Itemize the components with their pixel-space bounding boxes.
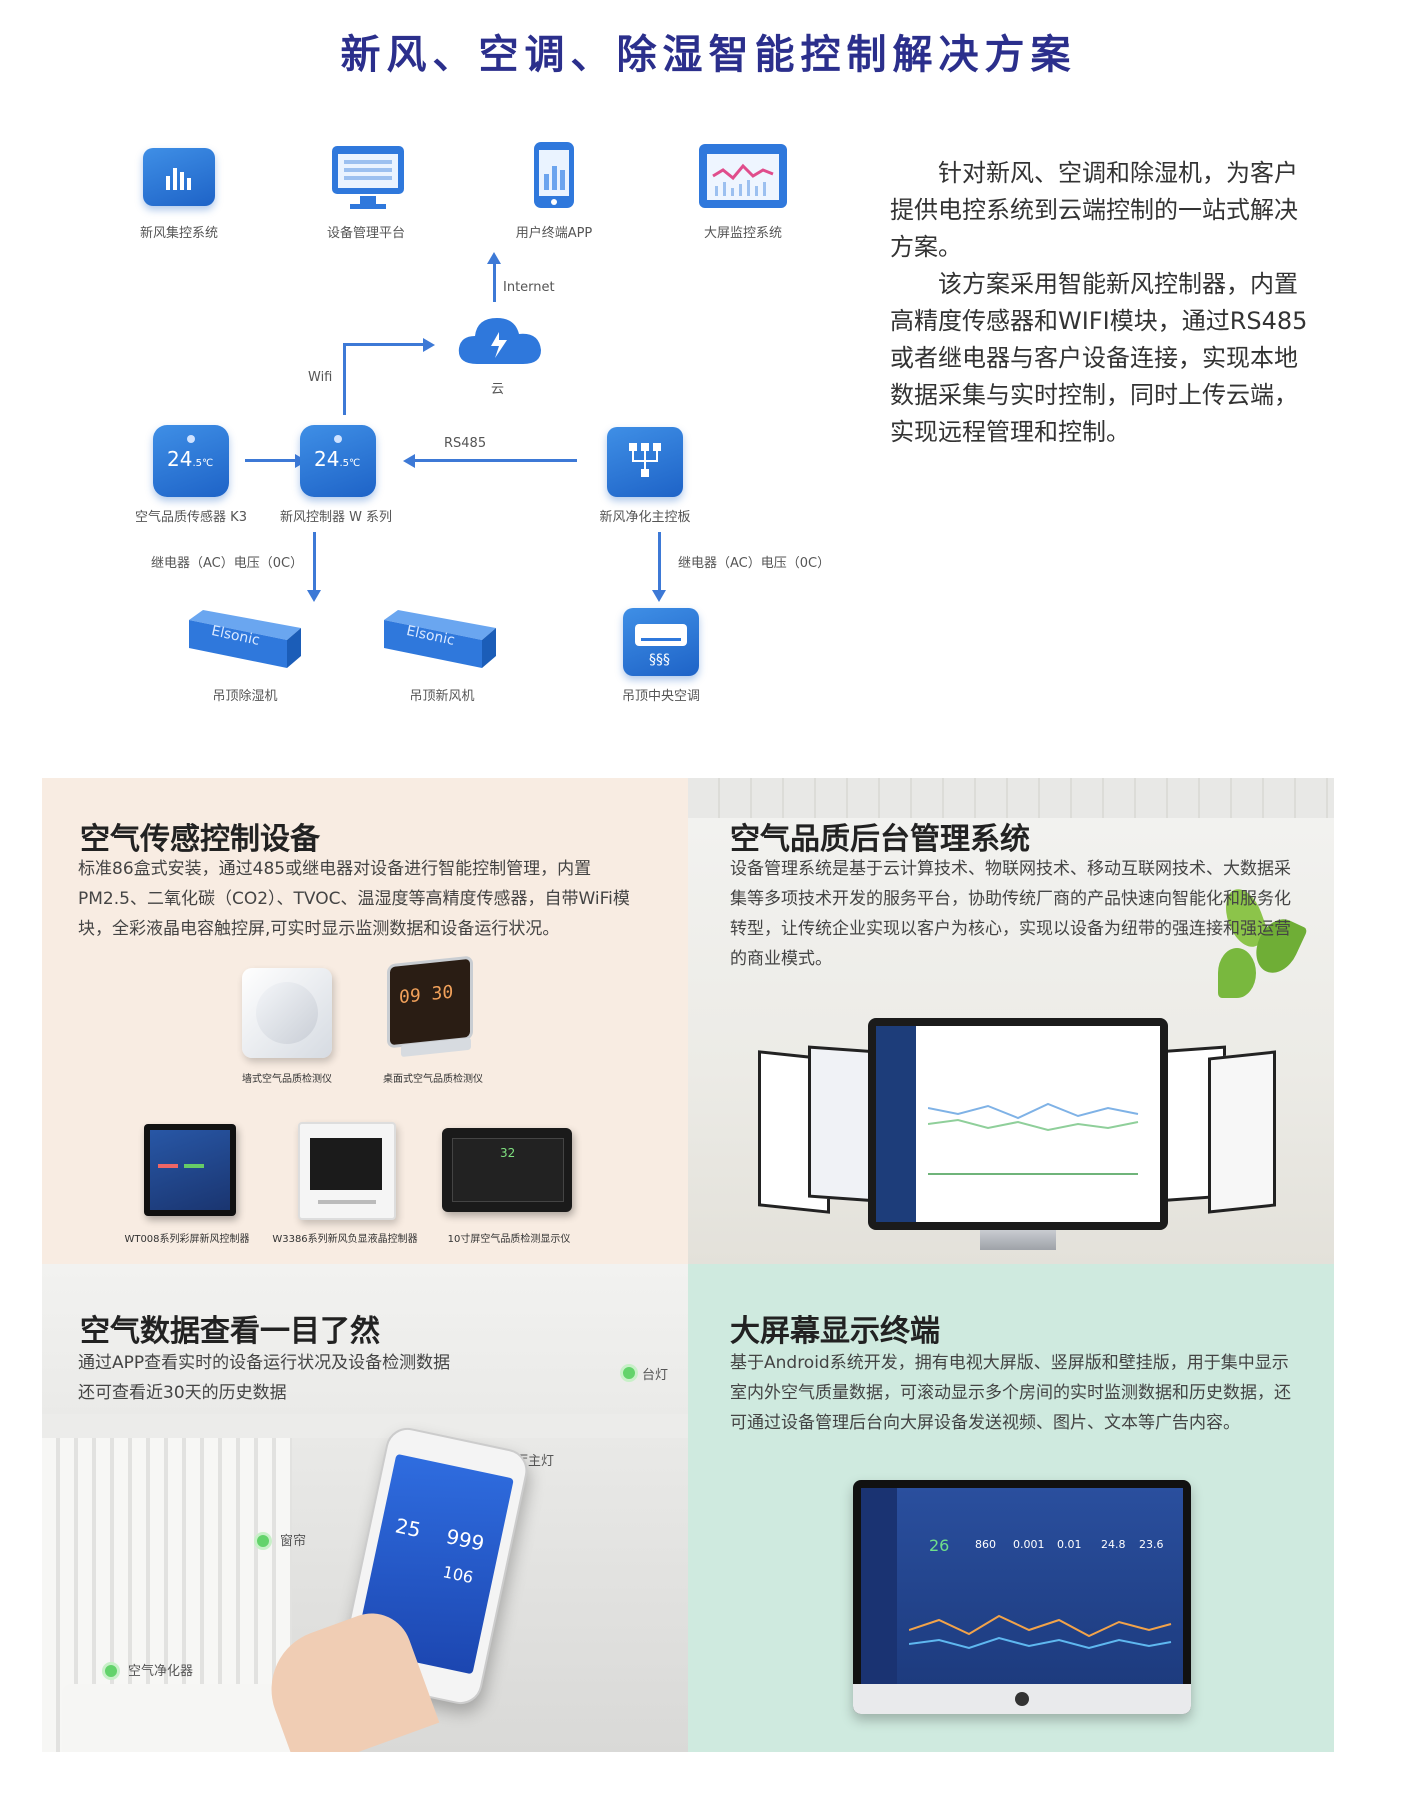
phone-pm-value: 25 (393, 1513, 424, 1543)
internet-arrow (493, 260, 496, 302)
intro-text: 针对新风、空调和除湿机，为客户提供电控系统到云端控制的一站式解决方案。 该方案采… (890, 155, 1310, 451)
relay-right-arrow (658, 532, 661, 592)
plant-decoration (1208, 883, 1308, 1038)
caption-w3386: W3386系列新风负显液晶控制器 (272, 1234, 418, 1245)
intro-paragraph-1: 针对新风、空调和除湿机，为客户提供电控系统到云端控制的一站式解决方案。 (890, 159, 1298, 261)
screen-value-5: 23.6 (1139, 1538, 1164, 1551)
tag-purifier: 空气净化器 (128, 1664, 194, 1679)
phone-icon (530, 140, 578, 212)
fresh-air-unit: Elsonic (380, 608, 500, 670)
sensor-temp: 24 (167, 447, 193, 471)
caption-wall-detector: 墙式空气品质检测仪 (242, 1074, 332, 1085)
ten-inch-display-image: 32 (442, 1128, 572, 1212)
big-screen-device: 26 860 0.001 0.01 24.8 23.6 (853, 1480, 1191, 1714)
svg-text:§§§: §§§ (649, 652, 670, 668)
tag-dot-purifier (102, 1662, 120, 1680)
internet-label: Internet (503, 280, 555, 295)
dehumidifier-unit: Elsonic (185, 608, 305, 670)
apple-logo-icon (1015, 1692, 1029, 1706)
window-frame-decoration (688, 778, 1334, 818)
ten-inch-reading: 32 (500, 1146, 516, 1160)
monitor-icon (328, 144, 408, 214)
rs485-label: RS485 (444, 436, 487, 451)
monitor-stand (980, 1230, 1056, 1250)
sofa-decoration (62, 1684, 292, 1752)
arrow-head-down (307, 590, 321, 602)
panel-screen-title: 大屏幕显示终端 (730, 1314, 940, 1349)
wifi-line-vertical (343, 343, 346, 415)
node-central-control: 新风集控系统 (139, 226, 218, 241)
panel-app-title: 空气数据查看一目了然 (80, 1314, 380, 1349)
desk-detector-image: 09 30 (387, 955, 473, 1060)
node-central-ac: 吊顶中央空调 (621, 689, 700, 704)
wifi-label: Wifi (308, 370, 333, 385)
sensor-k3-device: 24.5℃ (153, 425, 229, 497)
wifi-line-horizontal (343, 343, 425, 346)
panel-big-screen: 大屏幕显示终端 基于Android系统开发，拥有电视大屏版、竖屏版和壁挂版，用于… (688, 1264, 1334, 1752)
caption-desk-detector: 桌面式空气品质检测仪 (383, 1074, 483, 1085)
ceiling-decoration (42, 1414, 688, 1438)
arrow-head-right (423, 338, 435, 352)
screen-value-3: 0.01 (1057, 1538, 1082, 1551)
panel-screen-text: 基于Android系统开发，拥有电视大屏版、竖屏版和壁挂版，用于集中显示室内外空… (730, 1353, 1291, 1433)
arrow-head-left (403, 454, 415, 468)
relay-left-label: 继电器（AC）电压（0C） (151, 556, 304, 571)
node-big-screen: 大屏监控系统 (703, 226, 782, 241)
node-fresh-air: 吊顶新风机 (409, 689, 475, 704)
screen-value-4: 24.8 (1101, 1538, 1126, 1551)
panel-app-data: 空气数据查看一目了然 通过APP查看实时的设备运行状况及设备检测数据 还可查看近… (42, 1264, 688, 1752)
sensor-temp-unit: .5℃ (192, 458, 214, 469)
caption-ten-inch: 10寸屏空气品质检测显示仪 (447, 1234, 571, 1245)
big-screen-icon (697, 142, 789, 212)
purifier-board-device (607, 427, 683, 497)
controller-w-device: 24.5℃ (300, 425, 376, 497)
arrow-head-up (487, 252, 501, 264)
node-user-app: 用户终端APP (515, 226, 593, 241)
central-control-icon (143, 148, 215, 206)
page-title: 新风、空调、除湿智能控制解决方案 (340, 32, 1077, 78)
panel-sensor-devices: 空气传感控制设备 标准86盒式安装，通过485或继电器对设备进行智能控制管理，内… (42, 778, 688, 1264)
side-screen-right-2 (1208, 1050, 1276, 1214)
relay-right-label: 继电器（AC）电压（0C） (678, 556, 831, 571)
central-ac-icon: §§§ (623, 608, 699, 676)
controller-temp-unit: .5℃ (339, 458, 361, 469)
arrow-head-down-2 (652, 590, 666, 602)
screen-value-1: 860 (975, 1538, 996, 1551)
wall-detector-image (242, 968, 332, 1058)
caption-wt008: WT008系列彩屏新风控制器 (124, 1234, 250, 1245)
cloud-icon (455, 308, 545, 370)
relay-left-arrow (313, 532, 316, 592)
wt008-controller-image (144, 1124, 236, 1216)
node-device-platform: 设备管理平台 (326, 226, 405, 241)
controller-temp: 24 (314, 447, 340, 471)
panel-app-text: 通过APP查看实时的设备运行状况及设备检测数据 还可查看近30天的历史数据 (78, 1353, 451, 1403)
sensor-to-controller-arrow (245, 459, 297, 462)
rs485-arrow (415, 459, 577, 462)
panel-sensor-title: 空气传感控制设备 (80, 822, 320, 857)
node-controller-w: 新风控制器 W 系列 (279, 510, 393, 525)
panel-backend-title: 空气品质后台管理系统 (730, 822, 1030, 857)
panel-backend-text: 设备管理系统是基于云计算技术、物联网技术、移动互联网技术、大数据采集等多项技术开… (730, 859, 1291, 969)
node-purifier-board: 新风净化主控板 (599, 510, 691, 525)
node-sensor-k3: 空气品质传感器 K3 (135, 510, 247, 525)
tag-lamp: 台灯 (642, 1368, 669, 1383)
tag-dot-curtain (254, 1532, 272, 1550)
main-monitor (868, 1018, 1168, 1230)
tag-dot-lamp (620, 1364, 638, 1382)
panel-sensor-text: 标准86盒式安装，通过485或继电器对设备进行智能控制管理，内置PM2.5、二氧… (78, 859, 630, 939)
node-dehumidifier: 吊顶除湿机 (212, 689, 278, 704)
cloud-label: 云 (491, 382, 505, 397)
screen-value-0: 26 (929, 1536, 950, 1555)
tag-curtain: 窗帘 (280, 1534, 307, 1549)
panel-backend-system: 空气品质后台管理系统 设备管理系统是基于云计算技术、物联网技术、移动互联网技术、… (688, 778, 1334, 1264)
system-diagram: 新风集控系统 设备管理平台 用户终端APP 大屏监控系统 Internet 云 … (100, 130, 860, 720)
intro-paragraph-2: 该方案采用智能新风控制器，内置高精度传感器和WIFI模块，通过RS485或者继电… (890, 270, 1308, 446)
w3386-controller-image (298, 1122, 396, 1220)
screen-value-2: 0.001 (1013, 1538, 1045, 1551)
